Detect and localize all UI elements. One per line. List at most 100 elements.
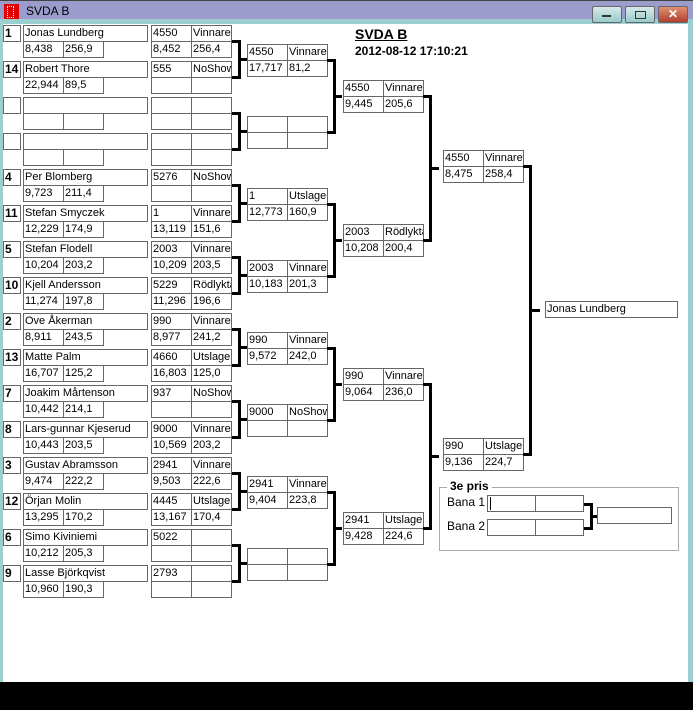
player-time[interactable]: 16,707 bbox=[23, 365, 64, 382]
round1-result-status[interactable]: NoShow bbox=[191, 169, 232, 186]
seed-number[interactable]: 12 bbox=[3, 493, 21, 510]
round1-result-car[interactable]: 5276 bbox=[151, 169, 192, 186]
player-name[interactable]: Joakim Mårtenson bbox=[23, 385, 148, 402]
player-name[interactable]: Stefan Flodell bbox=[23, 241, 148, 258]
round1-result-time[interactable] bbox=[151, 581, 192, 598]
round2-result-speed[interactable] bbox=[287, 420, 328, 437]
round2-result-time[interactable]: 9,404 bbox=[247, 492, 288, 509]
player-time[interactable]: 12,229 bbox=[23, 221, 64, 238]
player-name[interactable]: Lars-gunnar Kjeserud bbox=[23, 421, 148, 438]
player-time[interactable]: 10,443 bbox=[23, 437, 64, 454]
round2-result-speed[interactable] bbox=[287, 132, 328, 149]
player-time[interactable]: 10,212 bbox=[23, 545, 64, 562]
seed-number[interactable]: 8 bbox=[3, 421, 21, 438]
round2-result-car[interactable]: 4550 bbox=[247, 44, 288, 61]
round2-result-time[interactable] bbox=[247, 420, 288, 437]
round1-result-time[interactable]: 13,167 bbox=[151, 509, 192, 526]
round1-result-car[interactable] bbox=[151, 133, 192, 150]
round1-result-speed[interactable]: 125,0 bbox=[191, 365, 232, 382]
round2-result-time[interactable] bbox=[247, 132, 288, 149]
round1-result-speed[interactable]: 170,4 bbox=[191, 509, 232, 526]
round1-result-speed[interactable] bbox=[191, 185, 232, 202]
round2-result-car[interactable]: 990 bbox=[247, 332, 288, 349]
round1-result-car[interactable]: 9000 bbox=[151, 421, 192, 438]
player-speed[interactable]: 203,2 bbox=[63, 257, 104, 274]
player-name[interactable]: Gustav Abramsson bbox=[23, 457, 148, 474]
player-time[interactable]: 10,204 bbox=[23, 257, 64, 274]
round3-result-status[interactable]: Rödlykta bbox=[383, 224, 424, 241]
player-time[interactable] bbox=[23, 113, 64, 130]
round3-result-status[interactable]: Vinnare bbox=[383, 368, 424, 385]
round1-result-speed[interactable] bbox=[191, 113, 232, 130]
round1-result-time[interactable]: 10,569 bbox=[151, 437, 192, 454]
round1-result-time[interactable]: 13,119 bbox=[151, 221, 192, 238]
round1-result-speed[interactable] bbox=[191, 77, 232, 94]
player-time[interactable]: 22,944 bbox=[23, 77, 64, 94]
seed-number[interactable]: 5 bbox=[3, 241, 21, 258]
round3-result-status[interactable]: Utslagen bbox=[383, 512, 424, 529]
round1-result-speed[interactable]: 256,4 bbox=[191, 41, 232, 58]
player-speed[interactable]: 256,9 bbox=[63, 41, 104, 58]
round1-result-status[interactable]: Vinnare bbox=[191, 421, 232, 438]
round1-result-time[interactable] bbox=[151, 149, 192, 166]
player-time[interactable]: 10,960 bbox=[23, 581, 64, 598]
round1-result-status[interactable]: Vinnare bbox=[191, 241, 232, 258]
round2-result-speed[interactable]: 223,8 bbox=[287, 492, 328, 509]
round1-result-car[interactable]: 937 bbox=[151, 385, 192, 402]
player-time[interactable]: 8,438 bbox=[23, 41, 64, 58]
round2-result-status[interactable]: Vinnare bbox=[287, 332, 328, 349]
seed-number[interactable]: 13 bbox=[3, 349, 21, 366]
round1-result-time[interactable]: 11,296 bbox=[151, 293, 192, 310]
semifinal-result-time[interactable]: 9,136 bbox=[443, 454, 484, 471]
player-time[interactable]: 10,442 bbox=[23, 401, 64, 418]
round1-result-status[interactable]: Vinnare bbox=[191, 457, 232, 474]
player-speed[interactable]: 214,1 bbox=[63, 401, 104, 418]
player-speed[interactable]: 203,5 bbox=[63, 437, 104, 454]
round1-result-time[interactable]: 16,803 bbox=[151, 365, 192, 382]
round1-result-status[interactable]: Vinnare bbox=[191, 205, 232, 222]
round1-result-time[interactable]: 10,209 bbox=[151, 257, 192, 274]
round1-result-status[interactable]: NoShow bbox=[191, 61, 232, 78]
player-name[interactable]: Jonas Lundberg bbox=[23, 25, 148, 42]
player-name[interactable] bbox=[23, 133, 148, 150]
seed-number[interactable]: 4 bbox=[3, 169, 21, 186]
round1-result-speed[interactable] bbox=[191, 401, 232, 418]
round3-result-speed[interactable]: 224,6 bbox=[383, 528, 424, 545]
player-name[interactable] bbox=[23, 97, 148, 114]
round3-result-time[interactable]: 9,445 bbox=[343, 96, 384, 113]
player-time[interactable]: 13,295 bbox=[23, 509, 64, 526]
minimize-button[interactable] bbox=[592, 6, 622, 23]
round2-result-car[interactable] bbox=[247, 548, 288, 565]
player-name[interactable]: Stefan Smyczek bbox=[23, 205, 148, 222]
round3-result-speed[interactable]: 200,4 bbox=[383, 240, 424, 257]
round2-result-status[interactable] bbox=[287, 116, 328, 133]
round3-result-time[interactable]: 10,208 bbox=[343, 240, 384, 257]
round2-result-time[interactable] bbox=[247, 564, 288, 581]
third-lane2-status[interactable] bbox=[535, 519, 584, 536]
semifinal-result-time[interactable]: 8,475 bbox=[443, 166, 484, 183]
round3-result-speed[interactable]: 236,0 bbox=[383, 384, 424, 401]
player-time[interactable]: 8,911 bbox=[23, 329, 64, 346]
player-speed[interactable]: 243,5 bbox=[63, 329, 104, 346]
round2-result-car[interactable]: 2941 bbox=[247, 476, 288, 493]
round1-result-status[interactable] bbox=[191, 97, 232, 114]
seed-number[interactable] bbox=[3, 97, 21, 114]
round2-result-status[interactable]: Utslagen bbox=[287, 188, 328, 205]
player-name[interactable]: Ove Åkerman bbox=[23, 313, 148, 330]
round3-result-car[interactable]: 4550 bbox=[343, 80, 384, 97]
round1-result-status[interactable]: Utslagen bbox=[191, 349, 232, 366]
round1-result-car[interactable]: 990 bbox=[151, 313, 192, 330]
semifinal-result-speed[interactable]: 258,4 bbox=[483, 166, 524, 183]
player-name[interactable]: Per Blomberg bbox=[23, 169, 148, 186]
round1-result-status[interactable] bbox=[191, 565, 232, 582]
round2-result-car[interactable]: 9000 bbox=[247, 404, 288, 421]
player-name[interactable]: Robert Thore bbox=[23, 61, 148, 78]
round2-result-speed[interactable]: 81,2 bbox=[287, 60, 328, 77]
round1-result-status[interactable]: Vinnare bbox=[191, 313, 232, 330]
player-speed[interactable]: 174,9 bbox=[63, 221, 104, 238]
player-speed[interactable]: 211,4 bbox=[63, 185, 104, 202]
third-place-result[interactable] bbox=[597, 507, 672, 524]
round1-result-car[interactable]: 1 bbox=[151, 205, 192, 222]
round1-result-speed[interactable]: 203,5 bbox=[191, 257, 232, 274]
seed-number[interactable] bbox=[3, 133, 21, 150]
